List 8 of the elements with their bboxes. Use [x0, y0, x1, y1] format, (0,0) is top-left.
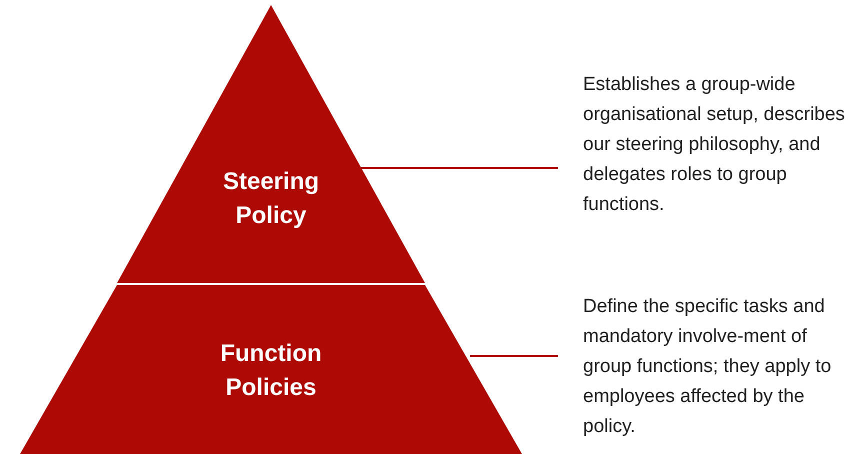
- section-label: Function Policies: [219, 339, 323, 403]
- section-label: Steering Policy: [222, 167, 320, 231]
- description-paragraph: Define the specific tasks and mandatory involve-ment of group functions; they apply to employees affected by the policy.: [583, 295, 832, 439]
- leader-line: [470, 355, 558, 357]
- description-paragraph: Establishes a group-wide organisational setup, describes our steering philosophy, and delegates roles to group functions.: [583, 73, 846, 217]
- leader-line: [361, 167, 558, 169]
- pyramid-base-section: [20, 285, 522, 454]
- pyramid-top-section: [117, 5, 425, 283]
